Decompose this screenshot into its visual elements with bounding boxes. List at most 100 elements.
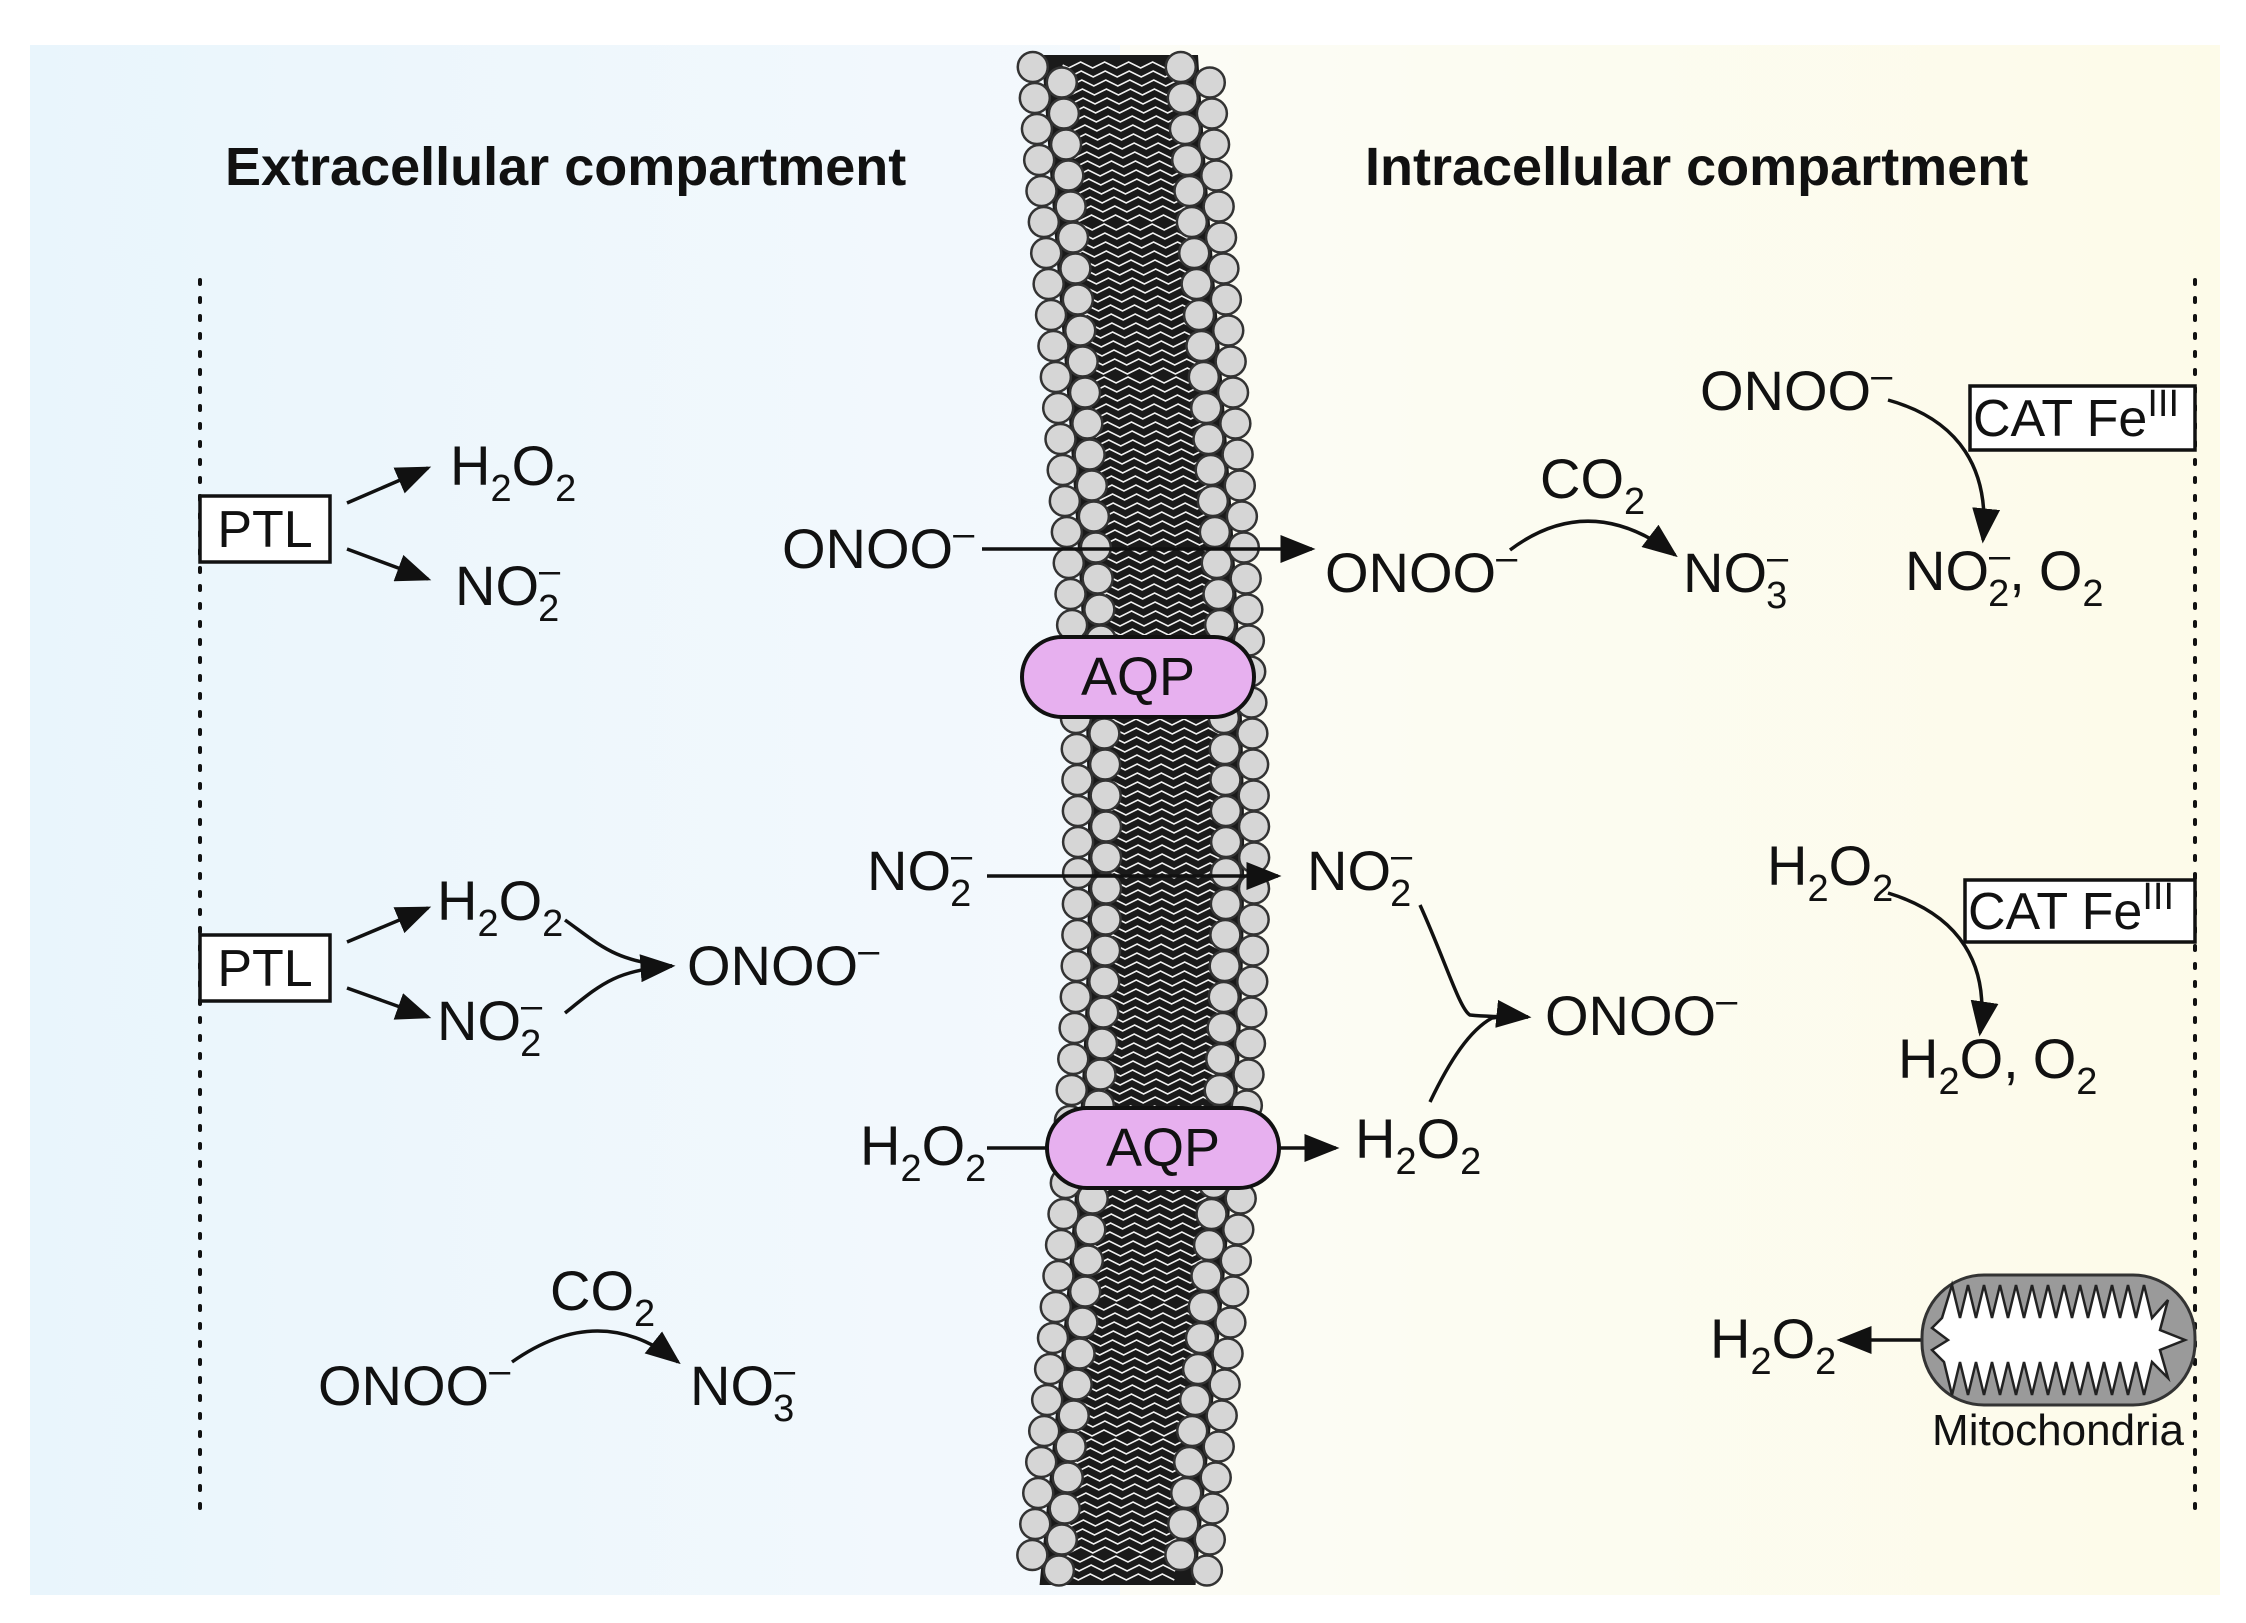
- lipid-head: [1164, 50, 1198, 84]
- lipid-tail: [1092, 1213, 1208, 1221]
- lipid-head: [1204, 221, 1238, 254]
- lipid-head: [1178, 1383, 1212, 1417]
- lipid-tail: [1059, 1573, 1175, 1581]
- lipid-tail: [1100, 1096, 1216, 1104]
- lipid-head: [1036, 1321, 1070, 1355]
- lipid-head: [1216, 1275, 1250, 1308]
- lipid-head: [1089, 841, 1123, 874]
- aqp-channel-top: AQP: [1020, 635, 1256, 719]
- mitochondrion-icon: [1920, 1273, 2197, 1407]
- lipid-head: [1193, 1523, 1227, 1556]
- lipid-head: [1202, 577, 1235, 611]
- lipid-head: [1196, 1492, 1229, 1525]
- no3-int: NO–3: [1683, 537, 1789, 617]
- lipid-head: [1199, 1461, 1232, 1494]
- lipid-tail: [1101, 610, 1216, 618]
- lipid-tail: [1101, 619, 1217, 627]
- lipid-head: [1182, 298, 1216, 332]
- onoo-crossing-int: ONOO–: [1325, 537, 1518, 604]
- lipid-head: [1208, 949, 1241, 983]
- lipid-tail: [1106, 736, 1221, 744]
- co2-int: CO2: [1540, 447, 1645, 523]
- lipid-head: [1195, 97, 1229, 130]
- lipid-head: [1051, 1461, 1084, 1494]
- arrow-ptl-to-no2: [346, 547, 432, 582]
- lipid-tail: [1088, 1267, 1204, 1275]
- lipid-tail: [1069, 160, 1184, 168]
- lipid-head: [1024, 1445, 1058, 1479]
- arrow-ptl2-to-no2: [346, 986, 432, 1020]
- h2o2-crossing-ext: H2O2: [860, 1114, 986, 1190]
- lipid-tail: [1107, 835, 1223, 843]
- lipid-tail: [1078, 277, 1193, 285]
- onoo-ext-bottom: ONOO–: [318, 1350, 511, 1417]
- lipid-tail: [1107, 808, 1223, 816]
- lipid-tail: [1085, 367, 1200, 375]
- lipid-head: [1164, 1538, 1197, 1572]
- lipid-head: [1071, 1244, 1105, 1277]
- extracellular-title: Extracellular compartment: [225, 137, 906, 197]
- lipid-head: [1237, 841, 1271, 874]
- lipid-tail: [1072, 1438, 1188, 1446]
- lipid-head: [1167, 1507, 1200, 1541]
- ptl-box-1: PTL: [198, 494, 332, 564]
- lipid-tail: [1105, 997, 1220, 1005]
- lipid-tail: [1107, 925, 1222, 933]
- lipid-tail: [1088, 412, 1204, 420]
- lipid-head: [1237, 810, 1271, 843]
- lipid-head: [1206, 1011, 1239, 1045]
- lipid-tail: [1107, 862, 1223, 870]
- lipid-tail: [1106, 754, 1222, 762]
- lipid-tail: [1103, 1033, 1219, 1041]
- lipid-head: [1177, 236, 1211, 270]
- lipid-head: [1222, 1213, 1255, 1246]
- arrow-cat-h2o2: [1887, 891, 1999, 1037]
- lipid-tail: [1062, 1546, 1178, 1554]
- lipid-head: [1200, 159, 1233, 192]
- no2-ext-1: NO–2: [455, 550, 561, 630]
- lipid-head: [1054, 190, 1087, 223]
- arrow-co2-ext: [510, 1329, 681, 1365]
- lipid-head: [1189, 391, 1223, 425]
- lipid-head: [1081, 562, 1114, 595]
- merge-curve-h2o2-int: [1428, 999, 1532, 1103]
- lipid-head: [1030, 1383, 1064, 1417]
- lipid-tail: [1064, 1519, 1180, 1527]
- lipid-tail: [1073, 214, 1188, 222]
- lipid-head: [1089, 810, 1123, 843]
- lipid-tail: [1082, 340, 1198, 348]
- lipid-head: [1022, 143, 1056, 177]
- svg-text:CAT FeIII: CAT FeIII: [1968, 876, 2174, 941]
- lipid-tail: [1060, 1564, 1176, 1572]
- lipid-head: [1060, 949, 1093, 983]
- lipid-head: [1037, 329, 1070, 363]
- lipid-tail: [1064, 88, 1179, 96]
- lipid-tail: [1089, 430, 1205, 438]
- lipid-tail: [1101, 1087, 1216, 1095]
- lipid-head: [1054, 577, 1087, 611]
- lipid-head: [1200, 546, 1233, 580]
- lipid-tail: [1087, 1276, 1203, 1284]
- lipid-tail: [1104, 1024, 1219, 1032]
- lipid-tail: [1084, 1312, 1200, 1320]
- lipid-tail: [1102, 628, 1217, 636]
- lipid-head: [1039, 1290, 1073, 1324]
- lipid-head: [1209, 763, 1242, 797]
- lipid-tail: [1078, 286, 1194, 294]
- lipid-tail: [1092, 466, 1208, 474]
- lipid-tail: [1070, 178, 1186, 186]
- lipid-head: [1075, 469, 1109, 502]
- onoo-ext-product: ONOO–: [687, 930, 880, 997]
- lipid-tail: [1075, 250, 1191, 258]
- no2-ext-2: NO–2: [437, 985, 543, 1065]
- lipid-head: [1166, 81, 1200, 115]
- ptl-box-2: PTL: [198, 933, 332, 1003]
- lipid-head: [1060, 1368, 1093, 1401]
- lipid-head: [1184, 1321, 1218, 1355]
- lipid-head: [1061, 283, 1095, 316]
- lipid-head: [1018, 81, 1052, 115]
- lipid-head: [1034, 298, 1068, 332]
- lipid-tail: [1066, 1501, 1182, 1509]
- lipid-tail: [1104, 1015, 1220, 1023]
- lipid-tail: [1082, 1339, 1197, 1347]
